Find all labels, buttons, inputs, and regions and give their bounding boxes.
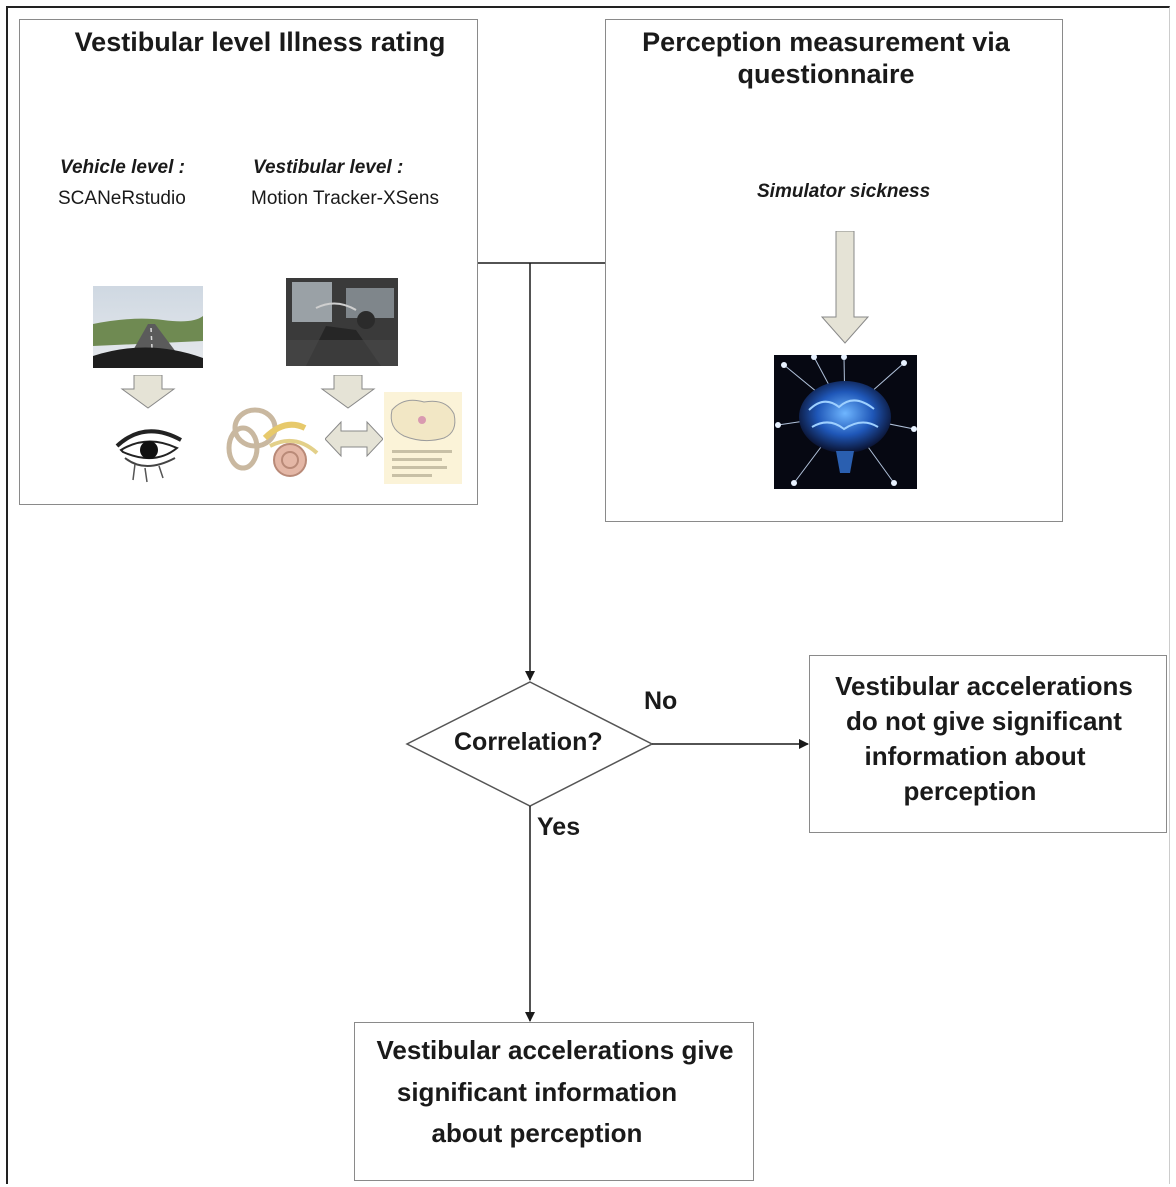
no-label: No <box>644 687 678 715</box>
right-panel-title-line1: Perception measurement via <box>642 27 1010 57</box>
outcome-no-line2: do not give significant <box>846 706 1122 736</box>
brain-map-image <box>384 392 462 484</box>
outcome-no-line3: information about <box>864 741 1086 771</box>
left-panel-title: Vestibular level Illness rating <box>74 27 446 57</box>
glowing-brain-image <box>774 355 917 489</box>
outcome-yes-line1: Vestibular accelerations give <box>376 1035 734 1065</box>
yes-label: Yes <box>537 813 581 841</box>
decision-question: Correlation? <box>454 728 603 756</box>
vehicle-level-heading: Vehicle level : <box>60 157 185 178</box>
inner-ear-image <box>226 407 319 477</box>
vestibular-level-tool: Motion Tracker-XSens <box>251 188 439 209</box>
outcome-no-line4: perception <box>903 776 1037 806</box>
outcome-yes-line3: about perception <box>431 1118 643 1148</box>
right-panel: Perception measurement via questionnaire… <box>605 19 1063 522</box>
road-simulator-image <box>93 286 203 368</box>
outcome-yes-line2: significant information <box>396 1077 678 1107</box>
left-panel: Vestibular level Illness rating Vehicle … <box>19 19 478 505</box>
vestibular-level-heading: Vestibular level : <box>253 157 404 178</box>
right-panel-title-line2: questionnaire <box>737 59 915 89</box>
simulator-sickness-label: Simulator sickness <box>757 181 931 202</box>
eye-sketch-image <box>115 429 182 483</box>
vehicle-level-tool: SCANeRstudio <box>58 188 186 209</box>
figure-frame <box>6 6 1170 1184</box>
car-interior-image <box>286 278 398 366</box>
questionnaire-down-arrow <box>820 231 870 344</box>
vestibular-down-arrow <box>320 375 376 409</box>
double-arrow-icon <box>325 420 383 458</box>
outcome-no-line1: Vestibular accelerations <box>835 671 1133 701</box>
vehicle-down-arrow <box>120 375 176 409</box>
outcome-yes-box: Vestibular accelerations give significan… <box>354 1022 754 1181</box>
outcome-no-box: Vestibular accelerations do not give sig… <box>809 655 1167 833</box>
